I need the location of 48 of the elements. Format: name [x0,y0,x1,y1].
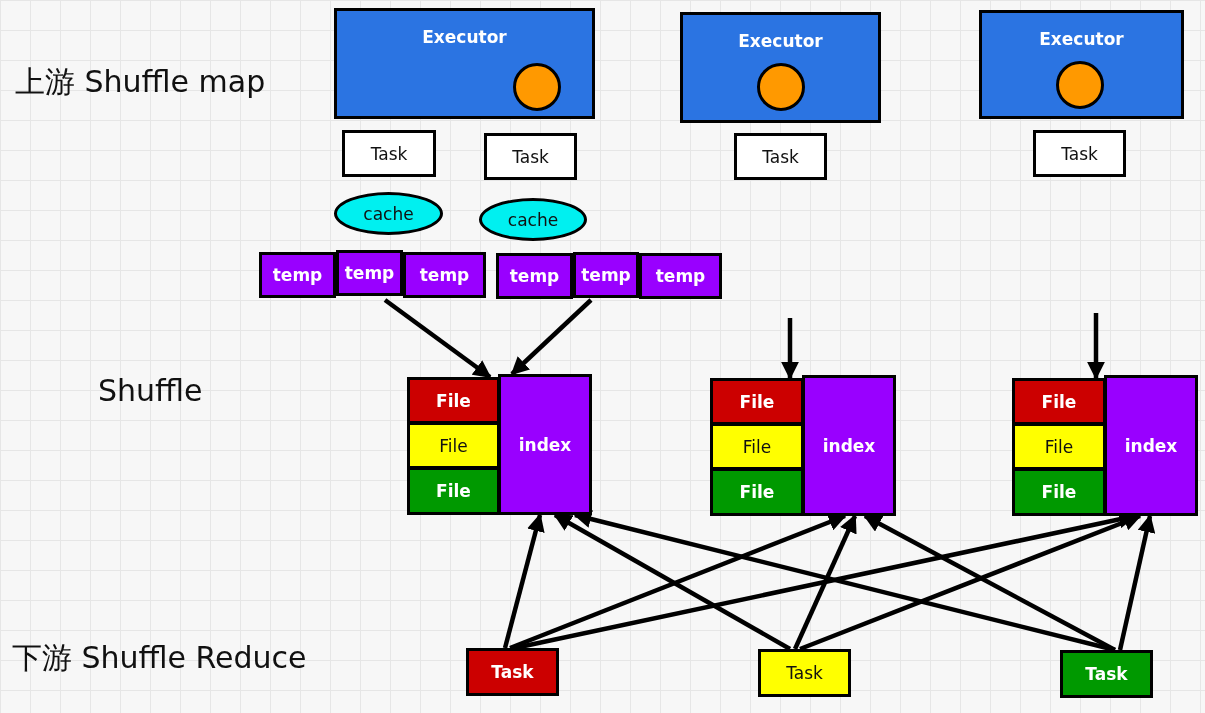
task-slot-circle [1056,61,1104,109]
file-block: File [407,377,500,424]
arrow [553,513,792,651]
task-box: Task [734,133,827,180]
index-block: index [802,375,896,516]
executor-label: Executor [738,31,823,51]
task-slot-circle [757,63,805,111]
temp-file-box: temp [639,253,722,299]
temp-file-box: temp [259,252,336,298]
stage-label: Shuffle [98,373,203,408]
temp-file-box: temp [496,253,573,299]
reduce-task-box: Task [1060,650,1153,698]
file-block: File [1012,378,1106,425]
index-block: index [1104,375,1198,516]
file-block: File [407,422,500,469]
executor-box [979,10,1184,119]
arrow [792,514,858,650]
arrow [863,514,1117,652]
task-box: Task [484,133,577,180]
cache-ellipse: cache [334,192,443,235]
arrow [383,298,492,379]
index-block: index [498,374,592,515]
cache-ellipse: cache [479,198,587,241]
arrow [1117,514,1156,651]
stage-label: 下游 Shuffle Reduce [12,639,307,677]
file-block: File [710,468,804,516]
executor-label: Executor [1039,29,1124,49]
task-slot-circle [513,63,561,111]
file-block: File [710,423,804,470]
task-box: Task [342,130,436,177]
arrow [781,318,799,380]
temp-file-box: temp [573,252,639,298]
stage-label: 上游 Shuffle map [15,63,266,101]
arrow [510,298,593,376]
reduce-task-box: Task [466,648,559,696]
arrow [1087,313,1105,380]
file-block: File [1012,468,1106,516]
file-block: File [710,378,804,425]
executor-box [334,8,595,119]
executor-box [680,12,881,123]
task-box: Task [1033,130,1126,177]
executor-label: Executor [422,27,507,47]
file-block: File [407,467,500,515]
reduce-task-box: Task [758,649,851,697]
temp-file-box: temp [403,252,486,298]
temp-file-box: temp [336,250,403,296]
file-block: File [1012,423,1106,470]
arrow [502,513,545,649]
